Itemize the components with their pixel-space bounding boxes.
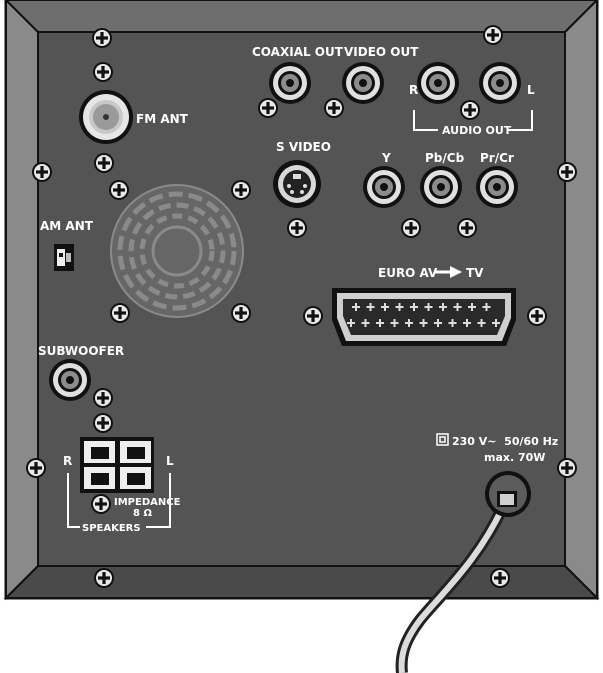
- tv-label: TV: [466, 266, 484, 280]
- scart-pin: [361, 322, 370, 324]
- screws: [26, 25, 577, 588]
- y-label: Y: [381, 151, 391, 165]
- screw-icon: [94, 153, 114, 173]
- screw-icon: [401, 218, 421, 238]
- screw-icon: [93, 388, 113, 408]
- y-jack[interactable]: [363, 166, 405, 208]
- scart-pin: [439, 306, 447, 308]
- audio-out-label: AUDIO OUT: [442, 124, 512, 137]
- screw-icon: [483, 25, 503, 45]
- arrow-right-icon: [434, 266, 462, 278]
- impedance-label: IMPEDANCE: [114, 497, 181, 508]
- screw-icon: [287, 218, 307, 238]
- impedance-ohms: 8 Ω: [133, 508, 152, 519]
- video-out-jack[interactable]: [342, 62, 384, 104]
- scart-pin: [482, 306, 491, 308]
- screw-icon: [231, 303, 251, 323]
- scart-pin: [352, 306, 360, 308]
- screw-icon: [110, 303, 130, 323]
- video-out-label: VIDEO OUT: [344, 45, 419, 59]
- screw-icon: [91, 494, 111, 514]
- speakers-label: SPEAKERS: [82, 523, 141, 534]
- audio-out-l-label: L: [527, 83, 535, 97]
- screw-icon: [490, 568, 510, 588]
- power-rating-label: 230 V~ 50/60 Hz: [452, 435, 558, 448]
- scart-pin: [390, 322, 399, 324]
- audio-out-bracket: [413, 110, 533, 131]
- scart-pin: [381, 306, 389, 308]
- max-power-label: max. 70W: [484, 451, 545, 464]
- double-insulation-icon: [436, 433, 449, 446]
- pr-cr-jack[interactable]: [476, 166, 518, 208]
- screw-icon: [231, 180, 251, 200]
- screw-icon: [324, 98, 344, 118]
- screw-icon: [93, 413, 113, 433]
- scart-pin: [477, 322, 486, 324]
- pb-cb-jack[interactable]: [420, 166, 462, 208]
- screw-icon: [258, 98, 278, 118]
- pr-cr-label: Pr/Cr: [480, 151, 514, 165]
- screw-icon: [557, 458, 577, 478]
- screw-icon: [457, 218, 477, 238]
- scart-pin: [405, 322, 413, 324]
- scart-pin: [366, 306, 375, 308]
- speakers-l-label: L: [166, 454, 174, 468]
- subwoofer-jack[interactable]: [49, 359, 91, 401]
- scart-pin: [434, 322, 442, 324]
- screw-icon: [527, 306, 547, 326]
- scart-pin: [468, 306, 476, 308]
- am-ant-connector[interactable]: [54, 244, 74, 271]
- screw-icon: [109, 180, 129, 200]
- screw-icon: [303, 306, 323, 326]
- scart-pin: [453, 306, 462, 308]
- power-cord: [395, 471, 531, 673]
- euro-av-label: EURO AV: [378, 266, 438, 280]
- coaxial-out-jack[interactable]: [269, 62, 311, 104]
- scart-connector[interactable]: [332, 288, 516, 346]
- pb-cb-label: Pb/Cb: [425, 151, 465, 165]
- screw-icon: [93, 62, 113, 82]
- s-video-label: S VIDEO: [276, 140, 331, 154]
- speaker-grille-icon: [110, 184, 244, 318]
- fm-ant-connector[interactable]: [79, 90, 133, 144]
- scart-pin: [492, 322, 500, 324]
- am-ant-label: AM ANT: [40, 219, 94, 233]
- coaxial-out-label: COAXIAL OUT: [252, 45, 344, 59]
- scart-pin: [395, 306, 404, 308]
- scart-pin: [463, 322, 471, 324]
- screw-icon: [94, 568, 114, 588]
- scart-pin: [376, 322, 384, 324]
- audio-out-r-jack[interactable]: [417, 62, 459, 104]
- speaker-terminal[interactable]: [80, 437, 154, 493]
- screw-icon: [460, 100, 480, 120]
- s-video-jack[interactable]: [273, 160, 321, 208]
- scart-pin: [448, 322, 457, 324]
- speakers-bracket: [67, 473, 171, 528]
- scart-pin: [419, 322, 428, 324]
- audio-out-r-label: R: [409, 83, 418, 97]
- scart-pin: [424, 306, 433, 308]
- audio-out-l-jack[interactable]: [479, 62, 521, 104]
- screw-icon: [26, 458, 46, 478]
- subwoofer-label: SUBWOOFER: [38, 344, 124, 358]
- speakers-r-label: R: [63, 454, 72, 468]
- screw-icon: [92, 28, 112, 48]
- screw-icon: [32, 162, 52, 182]
- scart-pin: [410, 306, 418, 308]
- screw-icon: [557, 162, 577, 182]
- scart-pin: [347, 322, 355, 324]
- fm-ant-label: FM ANT: [136, 112, 189, 126]
